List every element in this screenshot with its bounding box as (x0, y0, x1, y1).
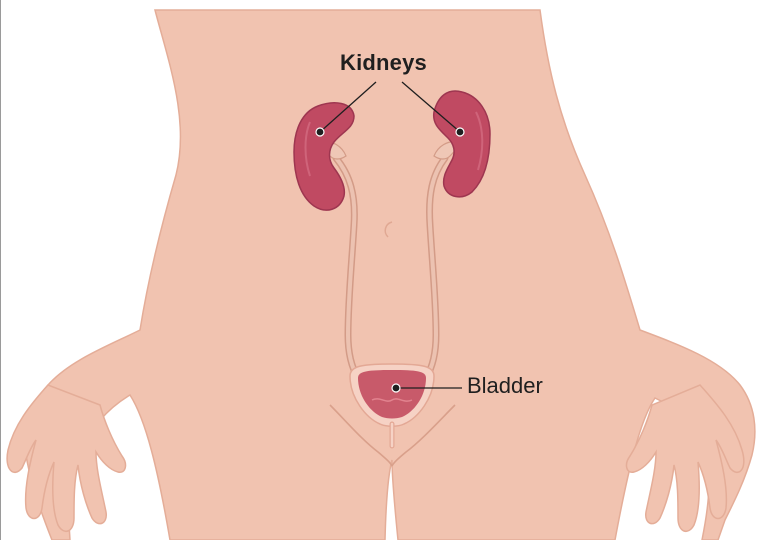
right-kidney-marker (456, 128, 464, 136)
left-kidney-marker (316, 128, 324, 136)
kidneys-label: Kidneys (340, 50, 427, 76)
bladder-label: Bladder (467, 373, 543, 399)
bladder-marker (392, 384, 400, 392)
